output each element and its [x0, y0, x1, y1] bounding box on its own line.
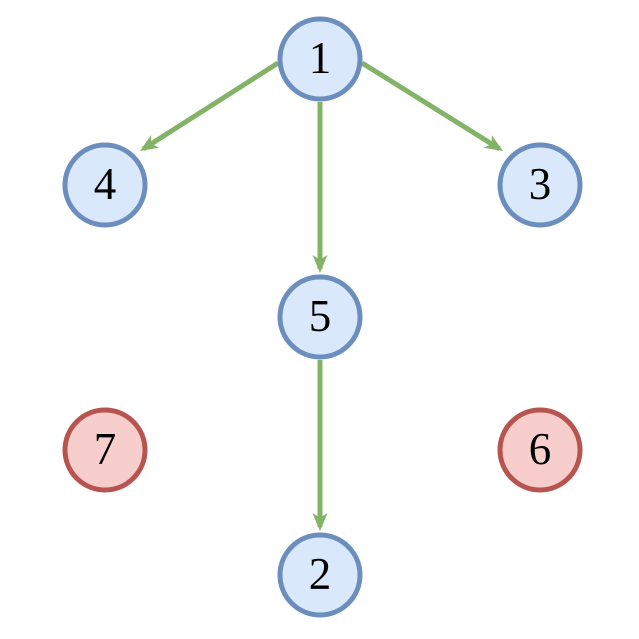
graph-node-1[interactable]: 1	[277, 16, 363, 102]
graph-node-7[interactable]: 7	[62, 407, 148, 493]
edges-layer	[139, 60, 504, 532]
graph-node-5[interactable]: 5	[277, 274, 363, 360]
node-circle-7[interactable]	[62, 407, 148, 493]
node-circle-5[interactable]	[277, 274, 363, 360]
node-circle-6[interactable]	[497, 407, 583, 493]
node-circle-3[interactable]	[497, 142, 583, 228]
node-circle-4[interactable]	[62, 142, 148, 228]
graph-node-3[interactable]: 3	[497, 142, 583, 228]
graph-node-6[interactable]: 6	[497, 407, 583, 493]
edge-1-to-4	[139, 60, 280, 152]
node-circle-1[interactable]	[277, 16, 363, 102]
graph-node-2[interactable]: 2	[277, 532, 363, 618]
graph-node-4[interactable]: 4	[62, 142, 148, 228]
node-circle-2[interactable]	[277, 532, 363, 618]
edge-1-to-3	[360, 60, 504, 152]
